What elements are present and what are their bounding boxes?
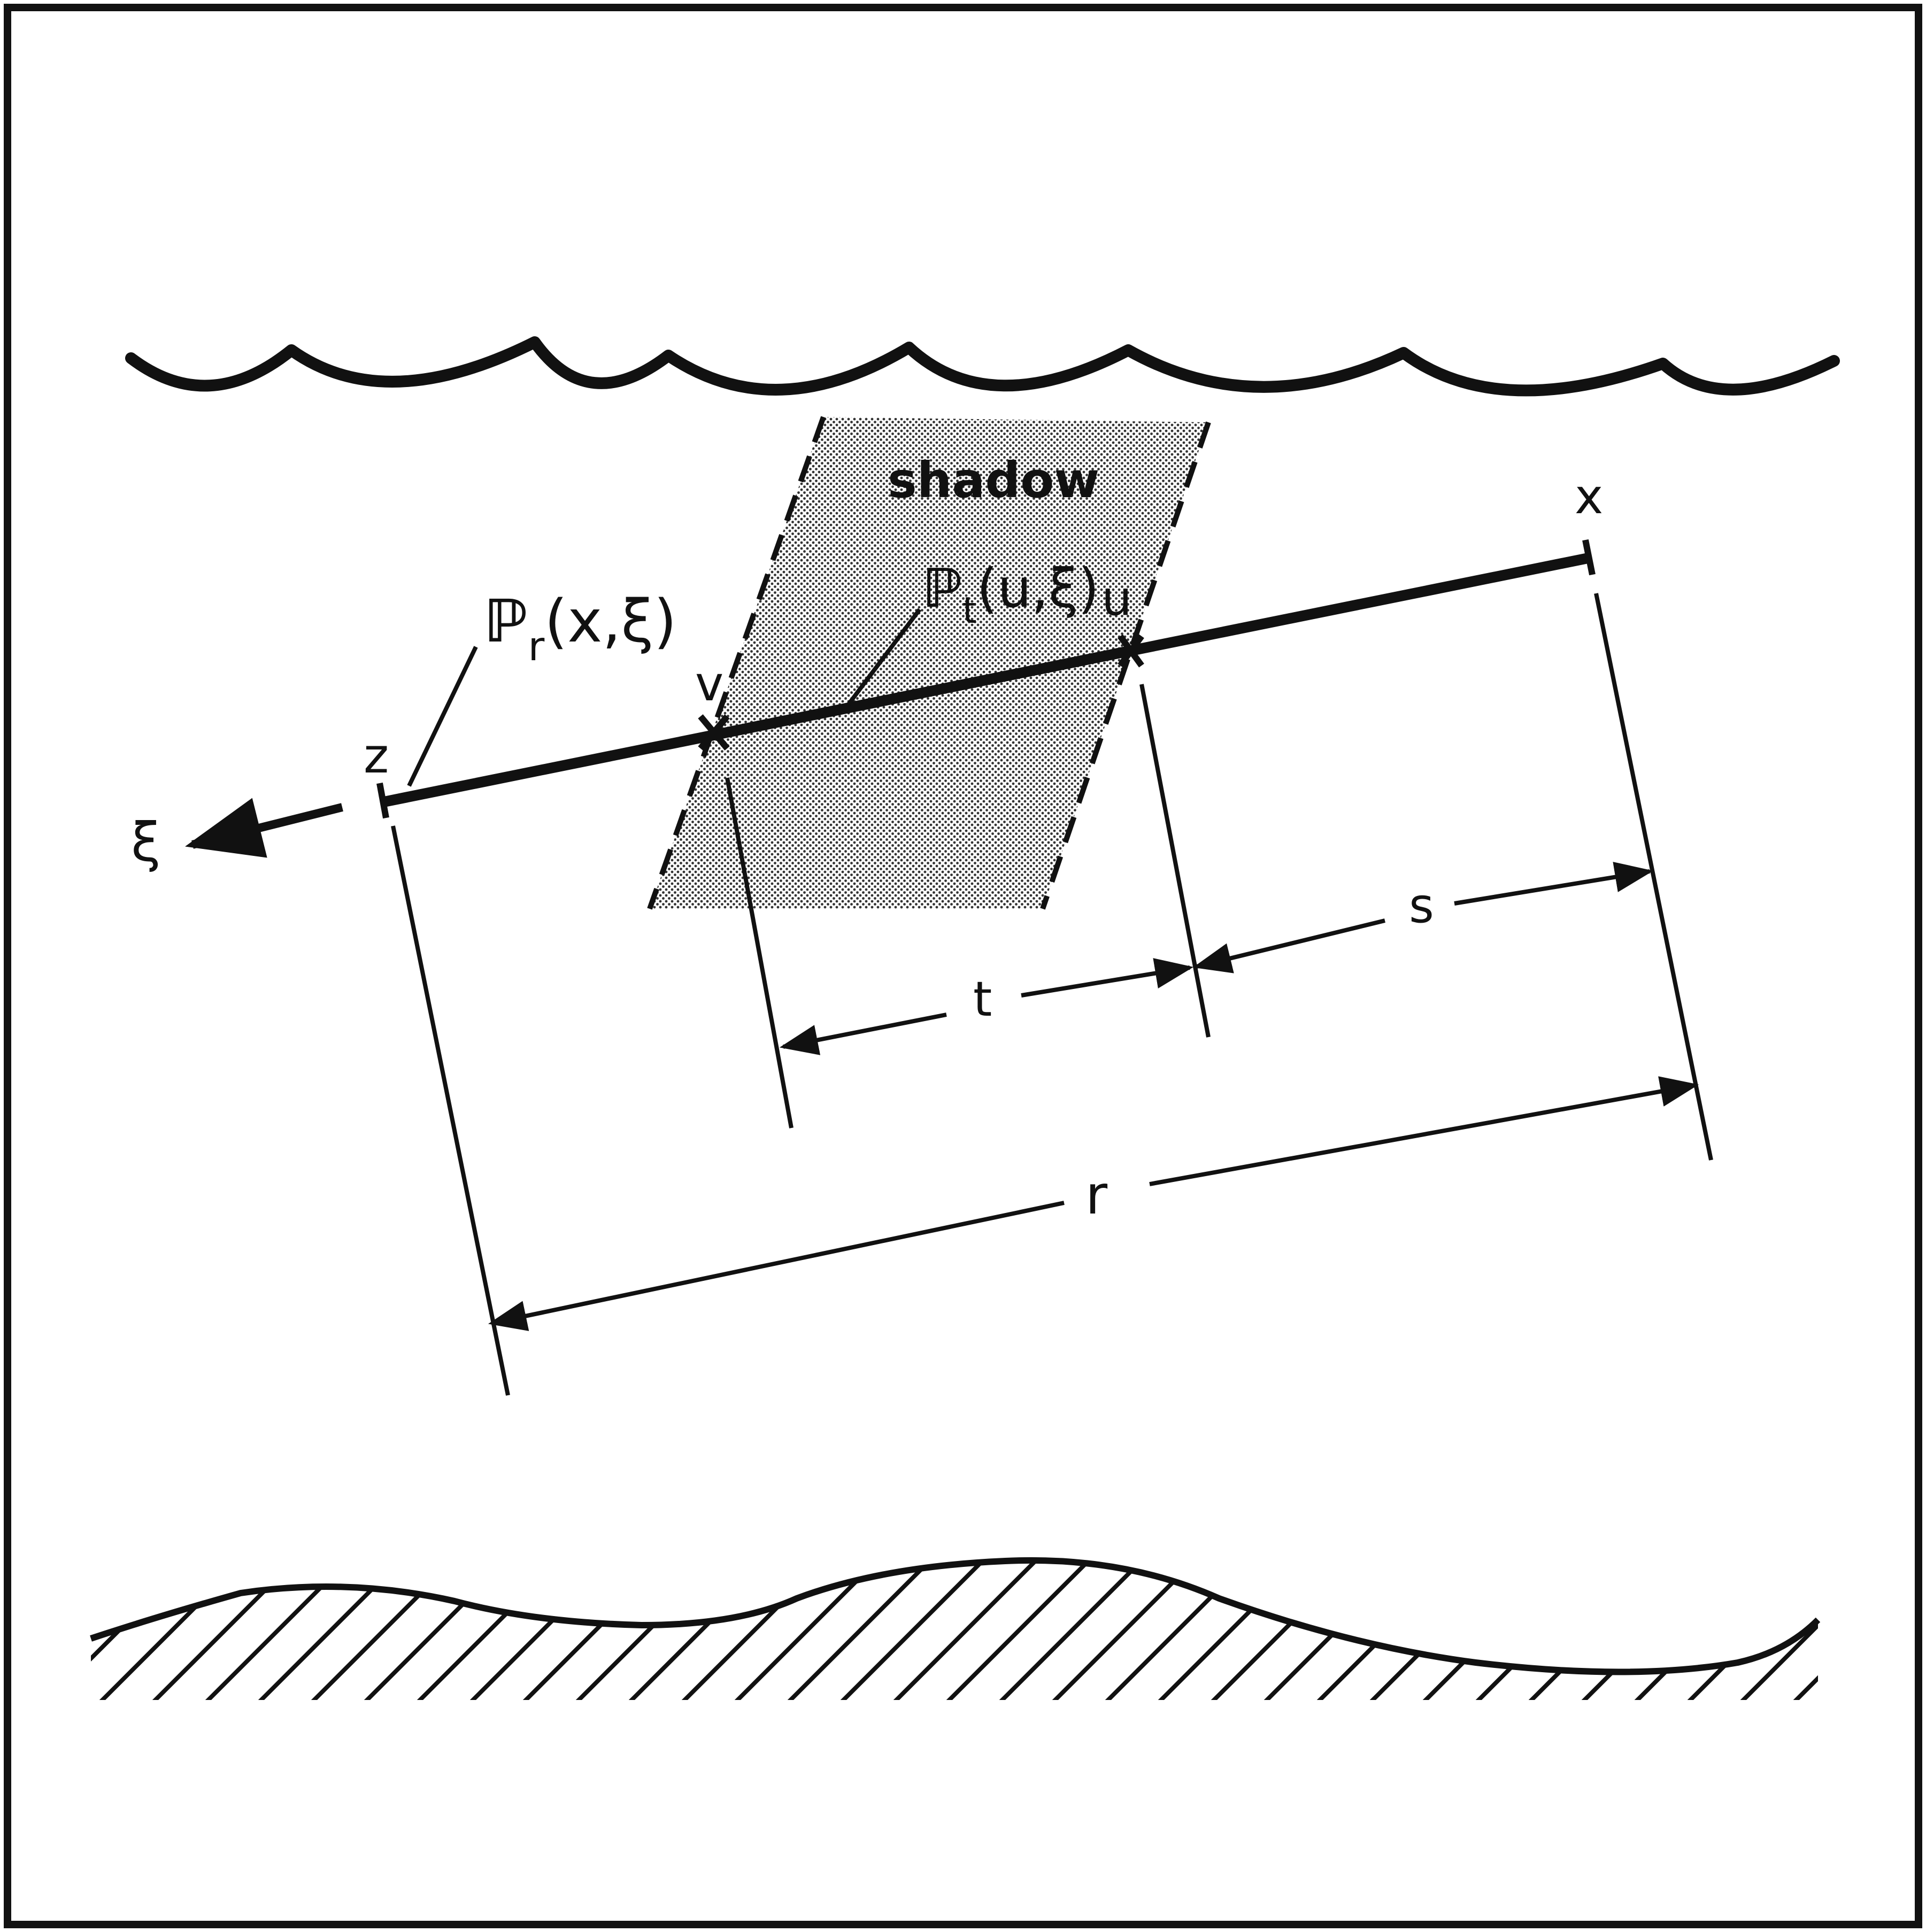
dim-r-arrow-right [1149, 1076, 1699, 1186]
ext-line-u [1139, 684, 1211, 1038]
dim-s-arrow-left [1193, 918, 1385, 973]
point-x-label: x [1575, 469, 1603, 525]
ext-line-x [1594, 593, 1713, 1161]
sea-surface [125, 336, 1840, 397]
point-u-label: u [1101, 570, 1132, 627]
ext-line-v [725, 777, 793, 1129]
sea-bottom [86, 1557, 1829, 1737]
shadow-label: shadow [888, 452, 1099, 509]
dim-s-label: s [1409, 878, 1434, 934]
phi-r-label: ℙr(x,ξ) [484, 587, 677, 670]
phi-t-label: ℙt(u,ξ) [922, 557, 1099, 632]
dim-r-label: r [1085, 1164, 1108, 1226]
shadow-right-edge [1040, 421, 1211, 910]
intersection-u-mark [1118, 634, 1144, 668]
xi-axis-arrow [185, 798, 343, 858]
shadow-left-edge [647, 416, 826, 910]
ext-line-z [391, 825, 510, 1396]
propagation-path [383, 552, 1592, 807]
xi-axis-label: ξ [131, 811, 161, 874]
dim-t-arrow-left [779, 1013, 947, 1055]
phi-t-leader [845, 608, 922, 707]
point-v-label: v [695, 656, 723, 712]
shadow-region [650, 417, 1208, 909]
point-z-label: z [364, 728, 389, 784]
dim-r-arrow-left [488, 1201, 1065, 1331]
dim-s-arrow-right [1454, 862, 1654, 906]
intersection-v-mark [698, 714, 730, 751]
phi-r-leader [407, 646, 478, 787]
tick-x [1582, 539, 1596, 576]
tick-z [376, 782, 389, 819]
dim-t-label: t [973, 971, 992, 1027]
dim-t-arrow-right [1021, 958, 1194, 998]
page-frame [4, 4, 1922, 1928]
